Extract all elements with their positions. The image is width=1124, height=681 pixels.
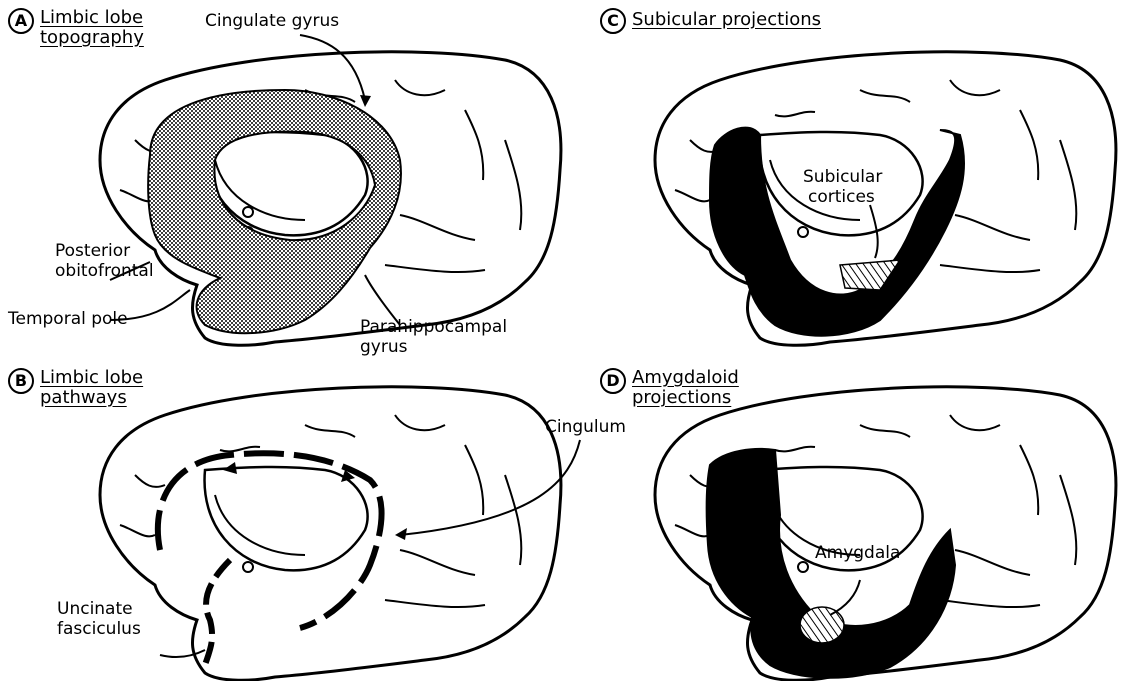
panel-c-badge: C: [600, 8, 626, 34]
panel-b-badge: B: [8, 368, 34, 394]
panel-b-title: Limbic lobe pathways: [40, 368, 143, 408]
label-subicular-1: Subicular: [803, 168, 882, 187]
panel-c-title: Subicular projections: [632, 10, 821, 30]
panel-d-title: Amygdaloid projections: [632, 368, 739, 408]
label-uncinate-1: Uncinate: [57, 600, 133, 619]
panel-d-badge: D: [600, 368, 626, 394]
label-cingulate-gyrus: Cingulate gyrus: [205, 12, 339, 31]
panel-a-title: Limbic lobe topography: [40, 8, 144, 48]
panel-d-title-line2: projections: [632, 388, 739, 408]
panel-a-title-line1: Limbic lobe: [40, 8, 144, 28]
label-parahippocampal-2: gyrus: [360, 338, 407, 357]
panel-a-badge: A: [8, 8, 34, 34]
panel-a-brain: [100, 52, 561, 345]
panel-c-brain: [655, 52, 1116, 345]
label-posterior-orbitofrontal-2: obitofrontal: [55, 262, 154, 281]
label-posterior-orbitofrontal-1: Posterior: [55, 242, 130, 261]
label-subicular-2: cortices: [808, 188, 875, 207]
panel-d-brain: [655, 387, 1116, 680]
panel-d-title-line1: Amygdaloid: [632, 368, 739, 388]
panel-b-brain: [100, 387, 561, 680]
label-uncinate-2: fasciculus: [57, 620, 141, 639]
label-cingulum: Cingulum: [545, 418, 626, 437]
label-parahippocampal-1: Parahippocampal: [360, 318, 507, 337]
panel-a-title-line2: topography: [40, 28, 144, 48]
label-temporal-pole: Temporal pole: [8, 310, 128, 329]
panel-c-title-line1: Subicular projections: [632, 10, 821, 30]
panel-b-title-line1: Limbic lobe: [40, 368, 143, 388]
label-amygdala: Amygdala: [815, 544, 900, 563]
panel-b-title-line2: pathways: [40, 388, 143, 408]
amygdala-hatch: [800, 607, 844, 643]
